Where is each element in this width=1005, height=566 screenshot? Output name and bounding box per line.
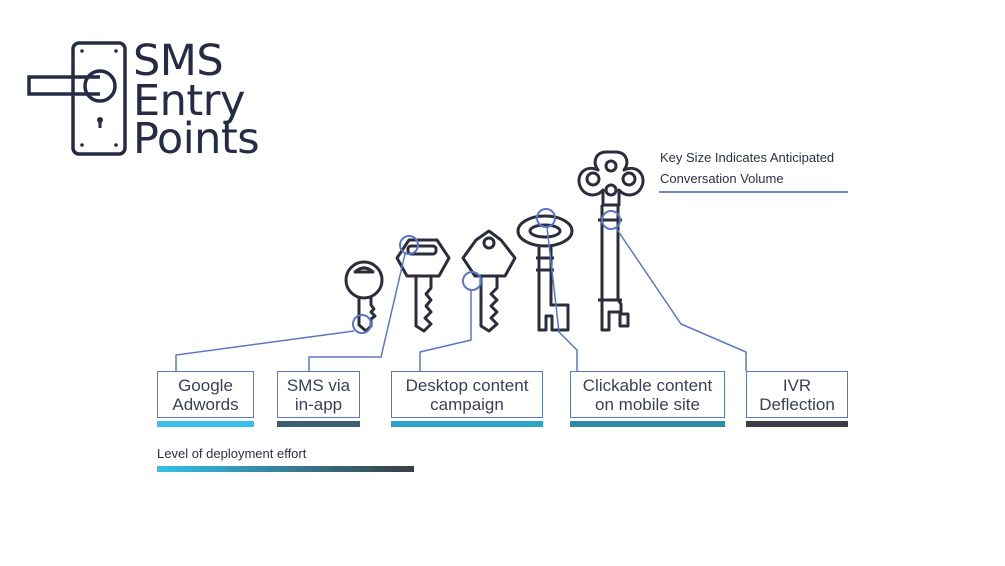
- connector-dot: [601, 210, 621, 230]
- effort-bar-sms-via-in-app: [277, 421, 360, 427]
- key-icon: [577, 150, 645, 332]
- entry-box-sms-via-in-app: SMS via in-app: [277, 371, 360, 418]
- entry-label: Google Adwords: [172, 375, 239, 414]
- connector-line: [419, 290, 472, 371]
- entry-label: Clickable content on mobile site: [582, 375, 713, 414]
- connector-line: [175, 330, 355, 371]
- connector-dot: [399, 235, 419, 255]
- page-title-line-3: Points: [133, 114, 260, 164]
- connector-dot: [536, 208, 556, 228]
- connector-dot: [462, 271, 482, 291]
- connector-line: [308, 253, 406, 371]
- connector-dot: [352, 314, 372, 334]
- entry-box-google-adwords: Google Adwords: [157, 371, 254, 418]
- door-handle-icon: [27, 41, 127, 156]
- entry-label: Desktop content campaign: [405, 375, 529, 414]
- effort-gradient-bar: [157, 466, 414, 472]
- effort-bar-clickable-content: [570, 421, 725, 427]
- key-icon: [344, 260, 384, 333]
- key-icon: [461, 229, 517, 333]
- key-icon: [395, 238, 451, 333]
- effort-bar-ivr-deflection: [746, 421, 848, 427]
- effort-bar-google-adwords: [157, 421, 254, 427]
- entry-box-clickable-content: Clickable content on mobile site: [570, 371, 725, 418]
- entry-label: SMS via in-app: [286, 375, 351, 414]
- entry-box-ivr-deflection: IVR Deflection: [746, 371, 848, 418]
- entry-box-desktop-content: Desktop content campaign: [391, 371, 543, 418]
- page-title-line-1: SMS: [133, 36, 224, 86]
- page-title-line-2: Entry: [133, 76, 245, 126]
- entry-label: IVR Deflection: [759, 375, 835, 414]
- effort-label: Level of deployment effort: [157, 446, 307, 461]
- key-size-legend-line-2: Conversation Volume: [660, 171, 784, 186]
- effort-bar-desktop-content: [391, 421, 543, 427]
- key-icon: [516, 214, 574, 332]
- connector-line: [615, 227, 747, 371]
- connector-line: [546, 226, 578, 371]
- key-size-legend-line-1: Key Size Indicates Anticipated: [660, 150, 835, 165]
